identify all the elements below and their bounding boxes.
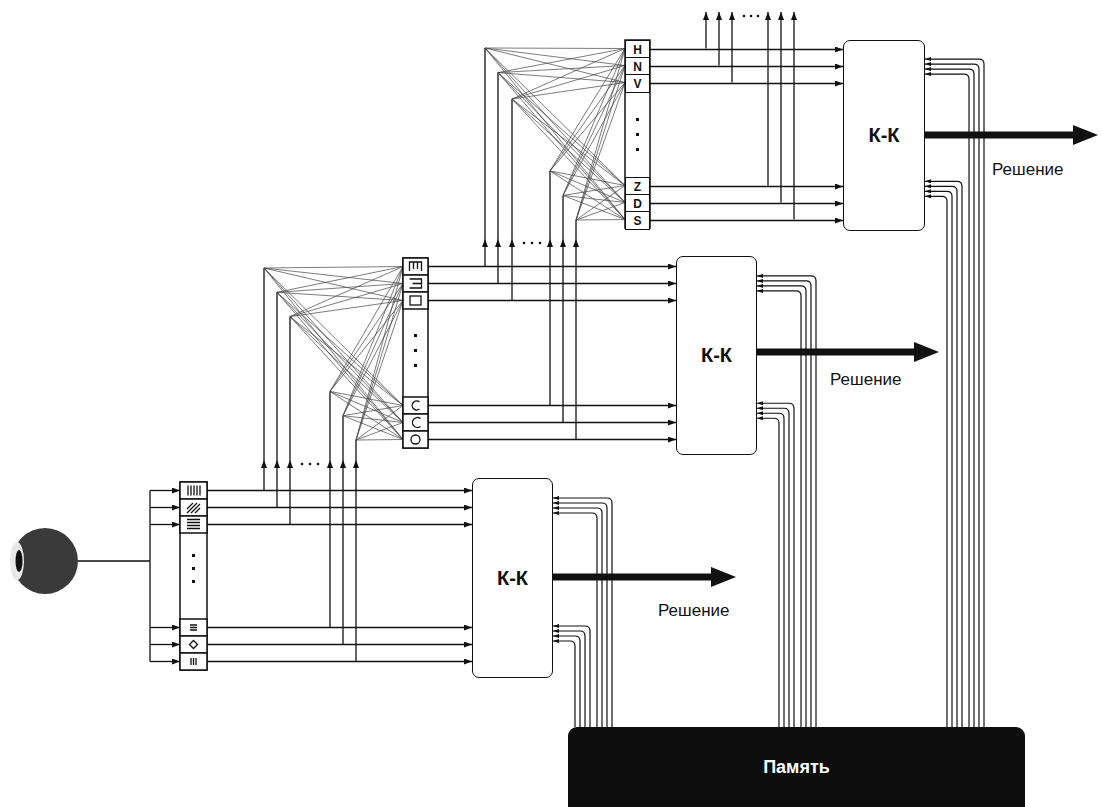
shape-outputs <box>428 239 676 440</box>
decision-arrow <box>553 567 736 587</box>
node-text: H <box>633 44 642 56</box>
decision-label: Решение <box>658 601 729 621</box>
shape-column <box>403 258 428 448</box>
connector <box>650 66 843 67</box>
input-arrows <box>150 491 180 662</box>
connector <box>650 203 843 204</box>
letter-outputs <box>706 12 794 220</box>
connector <box>650 83 843 84</box>
memory-block: Память <box>568 727 1025 807</box>
node-text: К-К <box>868 124 899 147</box>
decision-arrow <box>757 342 939 362</box>
comparator-box: К-К <box>843 40 925 231</box>
feature-column <box>180 482 207 670</box>
decision-label: Решение <box>992 160 1063 180</box>
node-text: V <box>633 78 641 90</box>
letter-column <box>625 40 650 228</box>
connector <box>650 186 843 187</box>
node-text: К-К <box>497 567 528 590</box>
feature-outputs <box>207 460 472 662</box>
comparator-box: К-К <box>472 478 553 678</box>
node-text: D <box>633 198 642 210</box>
letter-cell: V <box>625 74 650 93</box>
convergence-fan <box>264 267 403 441</box>
connector <box>757 276 816 727</box>
eye-illustration <box>10 528 78 594</box>
node-text: N <box>633 61 642 73</box>
connector <box>650 220 843 221</box>
decision-label: Решение <box>830 370 901 390</box>
node-text: Память <box>763 757 830 778</box>
connector <box>650 49 843 50</box>
decision-arrow <box>925 125 1098 145</box>
comparator-box: К-К <box>676 256 757 455</box>
node-text: К-К <box>701 344 732 367</box>
node-text: S <box>633 215 641 227</box>
convergence-fan <box>485 48 625 220</box>
node-text: Z <box>634 181 641 193</box>
input-wire <box>78 491 150 662</box>
connector <box>925 59 984 727</box>
letter-cell: S <box>625 211 650 230</box>
connector <box>553 498 612 727</box>
